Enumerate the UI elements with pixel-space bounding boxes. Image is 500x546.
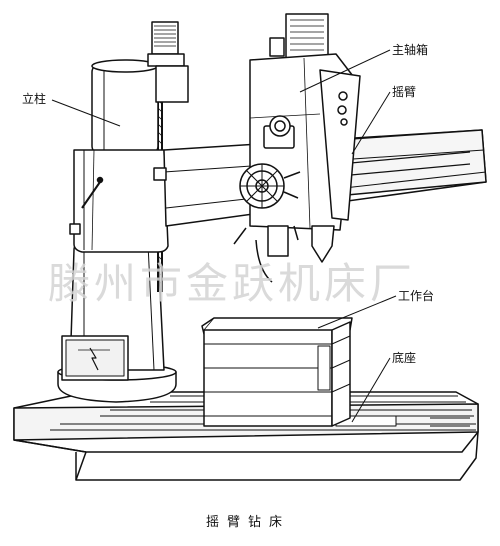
spindle-head — [233, 13, 361, 283]
column — [61, 96, 165, 381]
label-radial-arm: 摇臂 — [392, 85, 417, 99]
label-work-table: 工作台 — [398, 289, 435, 303]
figure-caption: 摇臂钻床 — [206, 515, 291, 530]
column-sleeve — [91, 21, 189, 155]
base — [13, 391, 479, 481]
leader-lines — [51, 49, 397, 423]
work-table — [201, 317, 353, 427]
column-crosshead — [69, 149, 169, 253]
label-spindle-box: 主轴箱 — [392, 43, 429, 57]
label-column: 立柱 — [22, 92, 47, 106]
label-base: 底座 — [392, 351, 417, 365]
